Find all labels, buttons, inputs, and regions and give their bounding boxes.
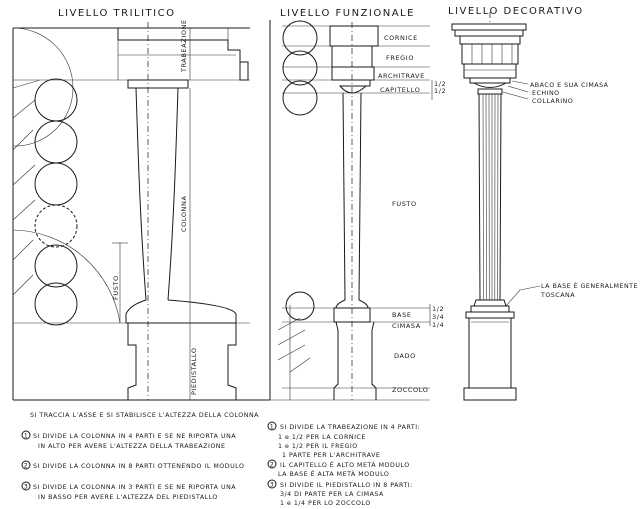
decorativo-collarino — [477, 88, 503, 95]
fraction-2: 1/2 — [434, 87, 446, 95]
label-architrave: ARCHITRAVE — [378, 72, 425, 80]
trilitico-shaft — [135, 87, 179, 301]
funzionale-drawing: CORNICE FREGIO ARCHITRAVE CAPITELLO FUST… — [270, 20, 446, 401]
construction-arc-low — [12, 229, 121, 324]
right-note-1-line-4: 1 PARTE PER L'ARCHITRAVE — [282, 452, 380, 459]
title-livello-decorativo: LIVELLO DECORATIVO — [448, 6, 584, 17]
right-note-2-line-2: LA BASE È ALTA METÀ MODULO — [278, 469, 389, 478]
label-abaco: ABACO E SUA CIMASA — [530, 82, 609, 89]
decorativo-echinus — [473, 82, 507, 88]
decorativo-pedestal — [463, 311, 517, 401]
left-note-3: 3 SI DIVIDE LA COLONNA IN 3 PARTI E SE N… — [21, 481, 236, 501]
right-note-3-line-1: SI DIVIDE IL PIEDISTALLO IN 8 PARTI: — [280, 482, 413, 489]
caption-axis: SI TRACCIA L'ASSE E SI STABILISCE L'ALTE… — [30, 412, 259, 419]
decorativo-triglyphs — [471, 44, 513, 64]
right-note-1-line-2: 1 e 1/2 PER LA CORNICE — [278, 434, 366, 441]
label-piedistallo: PIEDISTALLO — [190, 347, 198, 395]
label-fregio: FREGIO — [386, 54, 414, 62]
right-note-3-number: 3 — [270, 482, 275, 489]
right-note-1-line-3: 1 e 1/2 PER IL FREGIO — [278, 443, 358, 450]
label-cornice: CORNICE — [384, 34, 418, 42]
module-circles — [34, 78, 78, 326]
label-fusto-funzionale: FUSTO — [392, 200, 417, 208]
decorativo-base — [470, 299, 510, 313]
note-number-circle — [21, 460, 31, 470]
trilitico-abacus — [127, 79, 189, 89]
funzionale-capital — [336, 79, 371, 94]
label-dado: DADO — [394, 352, 416, 360]
left-note-1-line-2: IN ALTO PER AVERE L'ALTEZZA DELLA TRABEA… — [38, 443, 225, 450]
right-note-2: 2 IL CAPITELLO È ALTO METÀ MODULO LA BAS… — [267, 459, 410, 478]
decorativo-cornice — [451, 23, 527, 37]
left-note-1-line-1: SI DIVIDE LA COLONNA IN 4 PARTI E SE NE … — [33, 433, 236, 440]
decorativo-capital-leaders — [502, 80, 529, 100]
note-number-circle — [21, 481, 31, 491]
right-note-1-line-1: SI DIVIDE LA TRABEAZIONE IN 4 PARTI: — [280, 424, 420, 431]
left-note-1-number: 1 — [24, 433, 29, 440]
trilitico-base — [125, 299, 237, 324]
label-collarino: COLLARINO — [532, 98, 573, 105]
title-livello-trilitico: LIVELLO TRILITICO — [58, 8, 175, 19]
label-base-note-2: TOSCANA — [540, 292, 575, 299]
right-note-1: 1 SI DIVIDE LA TRABEAZIONE IN 4 PARTI: 1… — [267, 421, 420, 459]
funzionale-hatching — [277, 317, 311, 373]
left-notes: 1 SI DIVIDE LA COLONNA IN 4 PARTI E SE N… — [21, 430, 244, 501]
label-colonna: COLONNA — [180, 195, 188, 232]
fraction-1: 1/2 — [434, 80, 446, 88]
funzionale-pedestal — [333, 321, 377, 400]
label-trabeazione: TRABEAZIONE — [180, 19, 188, 73]
trilitico-pedestal — [127, 323, 237, 400]
fraction-3: 1/2 — [432, 305, 444, 313]
right-notes: 1 SI DIVIDE LA TRABEAZIONE IN 4 PARTI: 1… — [267, 421, 420, 507]
label-fusto-trilitico: FUSTO — [112, 275, 120, 300]
right-note-3-line-3: 1 e 1/4 PER LO ZOCCOLO — [280, 500, 371, 507]
decorativo-shaft — [478, 93, 502, 301]
note-number-circle — [267, 421, 277, 431]
decorativo-architrave — [463, 63, 517, 79]
label-base: BASE — [392, 311, 412, 319]
left-note-1: 1 SI DIVIDE LA COLONNA IN 4 PARTI E SE N… — [21, 430, 236, 450]
trabeazione-outline — [117, 28, 249, 81]
label-base-note-1: LA BASE È GENERALMENTE — [541, 281, 638, 290]
label-zoccolo: ZOCCOLO — [392, 386, 428, 394]
right-note-3: 3 SI DIVIDE IL PIEDISTALLO IN 8 PARTI: 3… — [267, 479, 413, 507]
note-number-circle — [267, 459, 277, 469]
left-note-3-line-1: SI DIVIDE LA COLONNA IN 3 PARTI E SE NE … — [33, 484, 236, 491]
funzionale-entablature — [329, 25, 379, 81]
left-note-2-number: 2 — [24, 463, 29, 470]
decorativo-fregio — [461, 43, 519, 65]
right-note-2-line-1: IL CAPITELLO È ALTO METÀ MODULO — [280, 460, 410, 469]
decorativo-abacus — [469, 77, 511, 84]
right-note-2-number: 2 — [270, 462, 275, 469]
right-note-3-line-2: 3/4 DI PARTE PER LA CIMASA — [280, 491, 384, 498]
label-capitello: CAPITELLO — [380, 86, 420, 94]
construction-arc-top — [12, 27, 74, 89]
title-livello-funzionale: LIVELLO FUNZIONALE — [280, 8, 415, 19]
trilitico-drawing: TRABEAZIONE COLONNA PIEDISTALLO FUSTO — [12, 19, 271, 401]
note-number-circle — [267, 479, 277, 489]
left-note-2: 2 SI DIVIDE LA COLONNA IN 8 PARTI OTTENE… — [21, 460, 244, 470]
decorativo-base-leader — [505, 285, 541, 307]
note-number-circle — [21, 430, 31, 440]
hatching — [12, 79, 41, 296]
fraction-5: 1/4 — [432, 321, 444, 329]
fraction-4: 3/4 — [432, 313, 444, 321]
trabeazione-lines — [117, 28, 236, 80]
label-cimasa: CIMASA — [392, 322, 421, 330]
funzionale-circles — [282, 20, 318, 321]
decorativo-frieze-cap — [459, 35, 521, 45]
left-note-3-number: 3 — [24, 484, 29, 491]
left-note-2-line-1: SI DIVIDE LA COLONNA IN 8 PARTI OTTENEND… — [33, 463, 244, 470]
left-note-3-line-2: IN BASSO PER AVERE L'ALTEZZA DEL PIEDIST… — [38, 494, 218, 501]
construction-arc-mid — [12, 87, 74, 147]
decorativo-drawing: ABACO E SUA CIMASA ECHINO COLLARINO LA B… — [451, 12, 638, 401]
right-note-1-number: 1 — [270, 424, 275, 431]
label-echino: ECHINO — [532, 90, 560, 97]
funzionale-shaft — [342, 92, 362, 301]
